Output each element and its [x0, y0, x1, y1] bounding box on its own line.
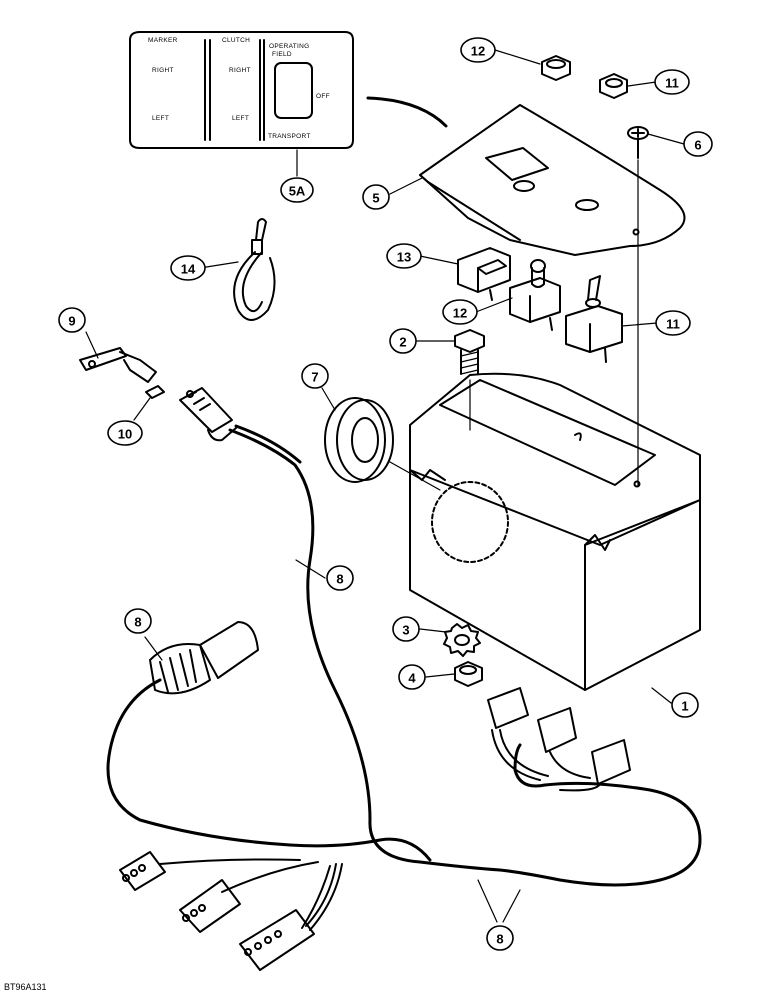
nut-11-top — [599, 73, 628, 99]
harness-plug — [179, 387, 237, 442]
decal-left-label-2: LEFT — [232, 115, 249, 122]
nut-12-top — [541, 55, 571, 81]
callout-c13: 13 — [386, 243, 422, 269]
callout-c5: 5 — [362, 184, 390, 210]
callout-c8c: 8 — [486, 925, 514, 951]
push-switch — [509, 259, 561, 331]
callout-c10: 10 — [107, 420, 143, 446]
callout-number: 8 — [496, 932, 503, 947]
callout-c8b: 8 — [124, 608, 152, 634]
callout-labels: 12 11 6 5 5A 14 13 12 11 9 2 7 10 8 8 3 4 1 8 — [58, 37, 713, 951]
callout-c2: 2 — [389, 328, 417, 354]
callout-bubble — [460, 37, 496, 63]
ground-terminal — [79, 347, 157, 383]
callout-c11a: 11 — [654, 69, 690, 95]
leader-lines — [85, 49, 685, 923]
decal-right-label-1: RIGHT — [152, 67, 174, 74]
decal-off-label: OFF — [316, 93, 330, 100]
callout-c14: 14 — [170, 255, 206, 281]
callout-number: 14 — [181, 262, 196, 277]
callout-bubble — [58, 307, 86, 333]
callout-bubble — [124, 608, 152, 634]
callout-number: 11 — [666, 317, 680, 332]
callout-number: 10 — [118, 427, 132, 442]
callout-number: 12 — [453, 306, 467, 321]
callout-bubble — [398, 664, 426, 690]
decal-operating-label: OPERATING — [269, 43, 310, 50]
callout-bubble — [362, 184, 390, 210]
callout-bubble — [486, 925, 514, 951]
screw — [627, 126, 649, 486]
grommet — [324, 397, 441, 491]
decal-left-label-1: LEFT — [152, 115, 169, 122]
callout-c9: 9 — [58, 307, 86, 333]
bolt — [454, 329, 485, 431]
callout-c12a: 12 — [460, 37, 496, 63]
callout-number: 5A — [289, 184, 306, 199]
callout-number: 9 — [68, 314, 75, 329]
lock-nut — [454, 661, 483, 687]
callout-number: 3 — [402, 623, 409, 638]
callout-number: 8 — [336, 572, 343, 587]
callout-number: 6 — [694, 138, 701, 153]
callout-number: 2 — [399, 335, 406, 350]
callout-number: 7 — [311, 370, 318, 385]
callout-c7: 7 — [301, 363, 329, 389]
callout-number: 1 — [681, 699, 688, 714]
callout-bubble — [655, 310, 691, 336]
callout-bubble — [386, 243, 422, 269]
callout-number: 12 — [471, 44, 485, 59]
callout-bubble — [326, 565, 354, 591]
callout-c1: 1 — [671, 692, 699, 718]
decal-right-label-2: RIGHT — [229, 67, 251, 74]
figure-id: BT96A131 — [4, 982, 47, 992]
callout-bubble — [654, 69, 690, 95]
callout-c5a: 5A — [280, 177, 314, 203]
callout-c6: 6 — [683, 131, 713, 157]
callout-bubble — [170, 255, 206, 281]
toggle-switch — [565, 275, 623, 363]
switch-box — [409, 372, 701, 691]
decal-marker-label: MARKER — [148, 37, 178, 44]
wire-harness — [106, 424, 702, 971]
callout-c3: 3 — [392, 616, 420, 642]
callout-c11b: 11 — [655, 310, 691, 336]
lock-washer — [443, 623, 481, 657]
panel-edge-curve — [366, 96, 448, 128]
cable-tie — [233, 218, 276, 321]
decal-transport-label: TRANSPORT — [268, 133, 311, 140]
callout-bubble — [442, 299, 478, 325]
rocker-switch — [457, 247, 511, 301]
callout-bubble — [107, 420, 143, 446]
callout-bubble — [389, 328, 417, 354]
callout-bubble — [392, 616, 420, 642]
terminal-connector — [145, 385, 165, 399]
switch-decal: MARKER CLUTCH OPERATING FIELD RIGHT RIGH… — [129, 31, 354, 149]
callout-number: 5 — [372, 191, 379, 206]
callout-c4: 4 — [398, 664, 426, 690]
callout-number: 4 — [408, 671, 416, 686]
callout-c12b: 12 — [442, 299, 478, 325]
decal-clutch-label: CLUTCH — [222, 37, 250, 44]
decal-field-label: FIELD — [272, 51, 292, 58]
callout-bubble — [683, 131, 713, 157]
callout-bubble — [671, 692, 699, 718]
callout-bubble — [280, 177, 314, 203]
callout-number: 13 — [397, 250, 411, 265]
callout-number: 8 — [134, 615, 141, 630]
callout-bubble — [301, 363, 329, 389]
callout-c8a: 8 — [326, 565, 354, 591]
callout-number: 11 — [665, 76, 679, 91]
